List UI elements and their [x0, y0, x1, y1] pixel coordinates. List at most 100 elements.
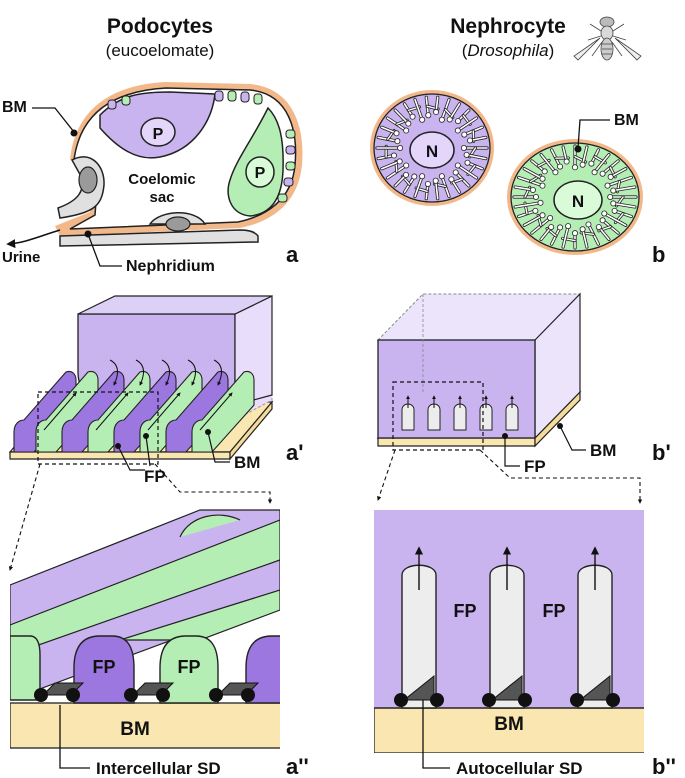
foot-process [401, 564, 437, 709]
bm-label-b-double-prime: BM [494, 714, 524, 735]
panel-letter-b-double-prime: b'' [652, 754, 676, 778]
channel [457, 117, 478, 132]
left-subtitle: (eucoelomate) [106, 41, 215, 60]
filtration-arrow [135, 359, 144, 386]
foot-processes-b-prime [401, 395, 519, 431]
channel-lacuna [409, 113, 416, 120]
filtration-arrow [161, 359, 170, 386]
junction-dot [156, 688, 170, 702]
right-title: Nephrocyte [450, 15, 566, 38]
channel-lacuna [461, 131, 468, 138]
panel-letter-b-prime: b' [652, 440, 671, 465]
foot-process [577, 564, 613, 709]
channel-lacuna [460, 144, 467, 151]
foot-process [505, 403, 519, 431]
channel [581, 228, 588, 248]
slit-diaphragm [578, 674, 611, 701]
nephrocyte-channels-1 [375, 95, 489, 201]
junction-dot [124, 688, 138, 702]
panel-letter-b: b [652, 242, 665, 267]
bm-label-a-prime: BM [234, 453, 260, 472]
p-label-1: P [153, 126, 164, 143]
flow-arrow [95, 392, 129, 431]
channel [612, 186, 636, 192]
fp-label-b2-1: FP [453, 601, 476, 621]
channel [581, 146, 588, 166]
panel-b-prime: FP BM b' [376, 292, 671, 504]
channel-lacuna [539, 212, 546, 219]
junction-dot [241, 688, 255, 702]
n-label-2: N [572, 192, 584, 211]
junction-dot [606, 693, 620, 707]
slit-diaphragms-a-double-prime [34, 682, 260, 702]
fp-label-a2-2: FP [177, 657, 200, 677]
channel [465, 154, 487, 160]
channel-lacuna [604, 182, 611, 189]
channel-lacuna [611, 207, 618, 214]
channel [562, 225, 569, 248]
panel-b: N N BM b [370, 90, 665, 267]
channel-lacuna [601, 210, 608, 217]
foot-processes-b-double-prime [394, 546, 620, 709]
p-label-2: P [255, 165, 266, 182]
channel-lacuna [403, 127, 410, 134]
foot-process [479, 403, 493, 431]
channel-lacuna [463, 151, 470, 158]
channel-lacuna [541, 168, 548, 175]
channel-lacuna [432, 177, 439, 184]
channel-lacuna [539, 175, 546, 182]
channel-lacuna [446, 116, 453, 123]
foot-process [87, 370, 151, 453]
panel-a: P P Coelomic sac BM Urine Nephridium [2, 82, 303, 275]
channel-lacuna [563, 158, 570, 165]
channel-lacuna [532, 207, 539, 214]
coelomic-sac-label-2: sac [149, 189, 174, 206]
panel-a-double-prime: FP FP BM Intercellular SD a'' [10, 509, 309, 778]
channel-lacuna [565, 223, 572, 230]
channel-lacuna [454, 127, 461, 134]
fp-label-a-prime: FP [144, 467, 166, 486]
channel-lacuna [419, 173, 426, 180]
foot-process [139, 370, 203, 453]
channel-lacuna [599, 217, 606, 224]
channel-lacuna [572, 230, 579, 237]
panel-a-prime: FP BM a' [8, 295, 303, 571]
foot-process [113, 370, 177, 453]
channel-lacuna [607, 173, 614, 180]
channel-lacuna [438, 116, 445, 123]
channel-lacuna [557, 163, 564, 170]
channel-lacuna [552, 169, 559, 176]
channel [457, 164, 478, 179]
bm-label-b: BM [614, 112, 639, 129]
channel [414, 98, 423, 121]
fp-label-b-prime: FP [524, 457, 546, 476]
channel-lacuna [548, 224, 555, 231]
channel-lacuna [607, 193, 614, 200]
channel-lacuna [402, 171, 409, 178]
right-subtitle: Drosophila [467, 41, 548, 60]
right-subtitle-group: (Drosophila) [462, 41, 555, 60]
nephrocyte-channels-2 [512, 144, 638, 250]
fp-label-b2-2: FP [542, 601, 565, 621]
channel-lacuna [464, 159, 471, 166]
panel-b-double-prime: FP FP BM Autocellular SD b'' [374, 510, 676, 778]
drosophila-icon [573, 16, 642, 61]
filtration-arrow [109, 359, 118, 386]
channel [593, 153, 610, 174]
channel-lacuna [438, 173, 445, 180]
coelomic-sac-label-1: Coelomic [128, 171, 196, 188]
channel-lacuna [433, 109, 440, 116]
junction-dot [209, 688, 223, 702]
urine-label: Urine [2, 249, 40, 266]
nephridium-label: Nephridium [126, 258, 215, 275]
channel-lacuna [411, 173, 418, 180]
channel-lacuna [529, 186, 536, 193]
channel-lacuna [397, 144, 404, 151]
junction-dot [430, 693, 444, 707]
panel-letter-a-double-prime: a'' [286, 754, 309, 778]
intercellular-sd-label: Intercellular SD [96, 759, 221, 778]
channel-lacuna [394, 138, 401, 145]
channel [523, 214, 544, 227]
channel-lacuna [610, 200, 617, 207]
